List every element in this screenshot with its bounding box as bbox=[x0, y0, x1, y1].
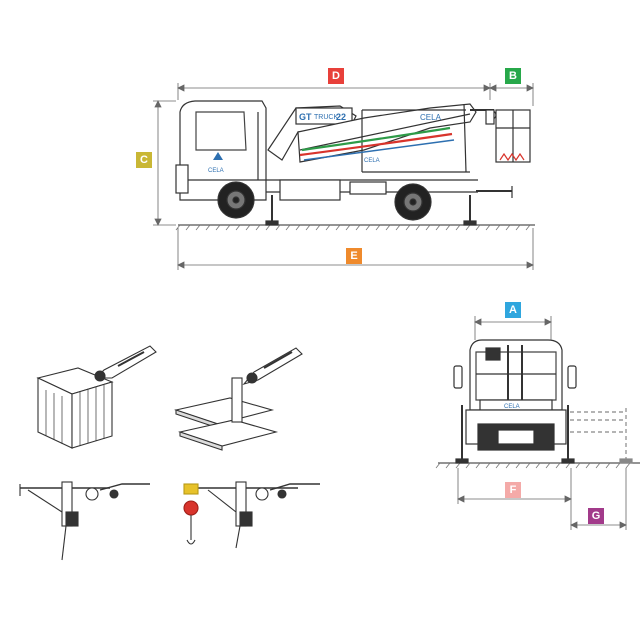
dimension-badge-e: E bbox=[346, 248, 362, 264]
svg-text:GT: GT bbox=[299, 112, 312, 122]
side-dimension-lines bbox=[153, 83, 534, 270]
svg-text:CELA: CELA bbox=[504, 404, 520, 410]
svg-text:CELA: CELA bbox=[364, 158, 380, 164]
basket-side-detail bbox=[19, 481, 150, 561]
truck-rear-view: CELA bbox=[435, 339, 640, 469]
dimension-badge-g: G bbox=[588, 508, 604, 524]
svg-text:22: 22 bbox=[336, 112, 346, 122]
dimension-badge-a: A bbox=[505, 302, 521, 318]
dimension-badge-f: F bbox=[505, 482, 521, 498]
truck-side-view: CELA GT TRUCK 22 bbox=[175, 100, 535, 231]
svg-text:CELA: CELA bbox=[208, 168, 224, 174]
svg-text:CELA: CELA bbox=[420, 113, 442, 122]
dimension-badge-b: B bbox=[505, 68, 521, 84]
rear-dimension-lines bbox=[457, 316, 627, 530]
svg-text:TRUCK: TRUCK bbox=[314, 114, 338, 121]
basket-attachment bbox=[36, 345, 157, 449]
dimension-badge-d: D bbox=[328, 68, 344, 84]
dimension-badge-c: C bbox=[136, 152, 152, 168]
hoist-hook-attachment bbox=[183, 481, 320, 549]
fork-platform-attachment bbox=[173, 347, 303, 451]
